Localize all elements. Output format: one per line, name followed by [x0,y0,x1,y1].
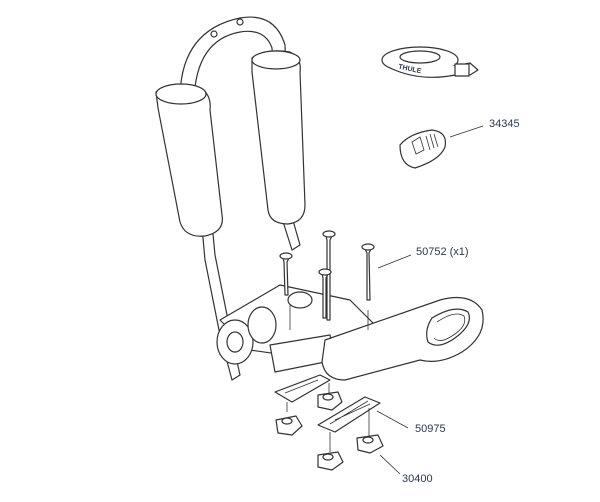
label-30400: 30400 [402,473,433,485]
bolts [279,230,375,330]
leader-lines [376,125,484,475]
foam-pads [155,50,306,237]
buckle-part [399,129,447,169]
label-50975: 50975 [415,423,446,435]
label-50752: 50752 (x1) [416,246,469,258]
thule-strap [381,46,479,78]
saddle-pad [321,297,484,381]
mounting-plates [274,374,381,452]
nuts [275,391,384,471]
label-34345: 34345 [489,118,520,130]
